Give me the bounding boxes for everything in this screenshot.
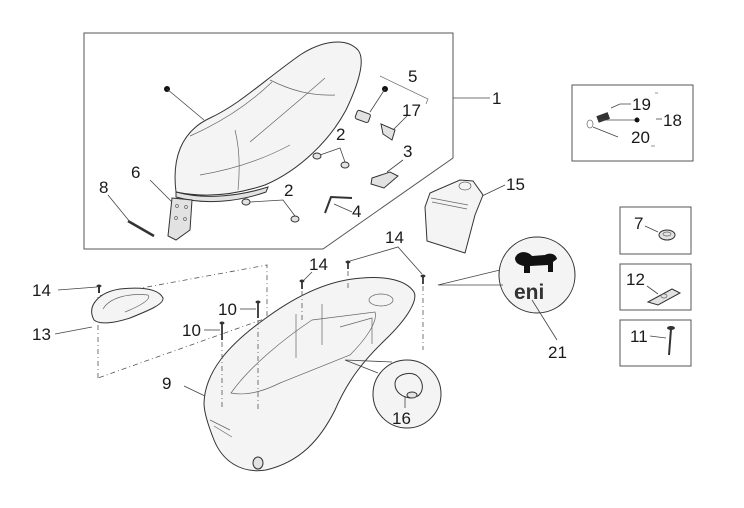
leader-14-right — [349, 246, 423, 275]
callout-16: 16 — [392, 409, 411, 428]
callout-13: 13 — [32, 325, 51, 344]
leader-11 — [649, 335, 667, 339]
plug-bubble-pointer — [344, 359, 393, 374]
cover-dash-guide — [97, 264, 268, 379]
latch-plate[interactable] — [370, 171, 399, 189]
callout-2-lower: 2 — [284, 181, 293, 200]
helmet-compartment[interactable] — [203, 277, 416, 472]
cover[interactable] — [91, 287, 164, 324]
leader-21 — [531, 299, 558, 341]
leader-7 — [644, 225, 659, 233]
callout-8: 8 — [99, 178, 108, 197]
lock-lever[interactable] — [380, 123, 396, 141]
leader-4 — [333, 203, 353, 213]
screw-a[interactable] — [219, 321, 225, 341]
callout-18: 18 — [663, 111, 682, 130]
clip-frame — [619, 263, 692, 311]
leader-14-cover — [57, 286, 98, 291]
callout-15: 15 — [506, 175, 525, 194]
leader-seat — [166, 88, 205, 121]
screw-frame — [619, 319, 692, 367]
cylinder-marker-dot — [634, 117, 640, 123]
leader-19 — [610, 103, 631, 109]
o-ring[interactable] — [586, 119, 594, 129]
callout-5: 5 — [408, 67, 417, 86]
leader-8 — [107, 194, 131, 223]
screw-mid[interactable] — [299, 279, 305, 290]
callout-17: 17 — [402, 101, 421, 120]
leader-14-mid — [303, 271, 313, 281]
seat[interactable] — [174, 41, 362, 203]
callout-1: 1 — [492, 89, 501, 108]
nut[interactable] — [658, 229, 676, 241]
screw-b[interactable] — [255, 300, 261, 319]
leader-9 — [183, 385, 206, 397]
callout-4: 4 — [352, 202, 361, 221]
lock-barrel[interactable] — [354, 109, 371, 124]
eni-sticker-text: eni — [514, 281, 544, 304]
callout-14-right: 14 — [385, 228, 404, 247]
callout-21: 21 — [548, 343, 567, 362]
callout-20: 20 — [631, 128, 650, 147]
seat-rubber-upper[interactable] — [312, 152, 350, 169]
screw-cover[interactable] — [96, 284, 102, 294]
battery-cover[interactable] — [424, 179, 484, 254]
callout-11: 11 — [630, 327, 648, 346]
callout-14-cover: 14 — [32, 281, 51, 300]
callout-19: 19 — [632, 95, 651, 114]
leader-13 — [54, 326, 93, 335]
clip[interactable] — [646, 288, 682, 306]
screw-long[interactable] — [667, 326, 675, 356]
leader-17 — [392, 115, 408, 131]
clip-hole — [660, 293, 668, 299]
sticker-bubble-pointer — [437, 269, 503, 286]
plug[interactable] — [394, 372, 423, 399]
callout-3: 3 — [403, 142, 412, 161]
bracket-5 — [379, 75, 429, 105]
leader-6 — [149, 179, 173, 203]
leader-20 — [592, 126, 619, 138]
callout-2-upper: 2 — [336, 125, 345, 144]
leader-3 — [386, 159, 404, 173]
screw-right-a[interactable] — [345, 260, 351, 270]
callout-14-mid: 14 — [309, 255, 328, 274]
callout-7: 7 — [634, 214, 643, 233]
callout-6: 6 — [131, 163, 140, 182]
leader-lock — [369, 88, 386, 113]
leader-15 — [481, 184, 506, 197]
leader-12 — [646, 285, 659, 295]
seat-group-frame — [83, 32, 454, 250]
hinge-pin[interactable] — [127, 219, 155, 238]
key[interactable] — [324, 195, 353, 214]
callout-10-b: 10 — [218, 300, 237, 319]
eni-dog-logo-icon — [515, 252, 557, 273]
nut-frame — [619, 206, 692, 255]
leader-2-lower — [249, 199, 296, 217]
leader-2-upper — [319, 147, 346, 163]
callout-9: 9 — [162, 374, 171, 393]
lock-cylinder[interactable] — [596, 112, 611, 123]
callout-12: 12 — [626, 270, 645, 289]
callout-10-a: 10 — [182, 321, 201, 340]
screw-right-b[interactable] — [420, 274, 426, 285]
hinge[interactable] — [167, 197, 193, 241]
lock-cylinder-group-frame — [571, 84, 694, 162]
